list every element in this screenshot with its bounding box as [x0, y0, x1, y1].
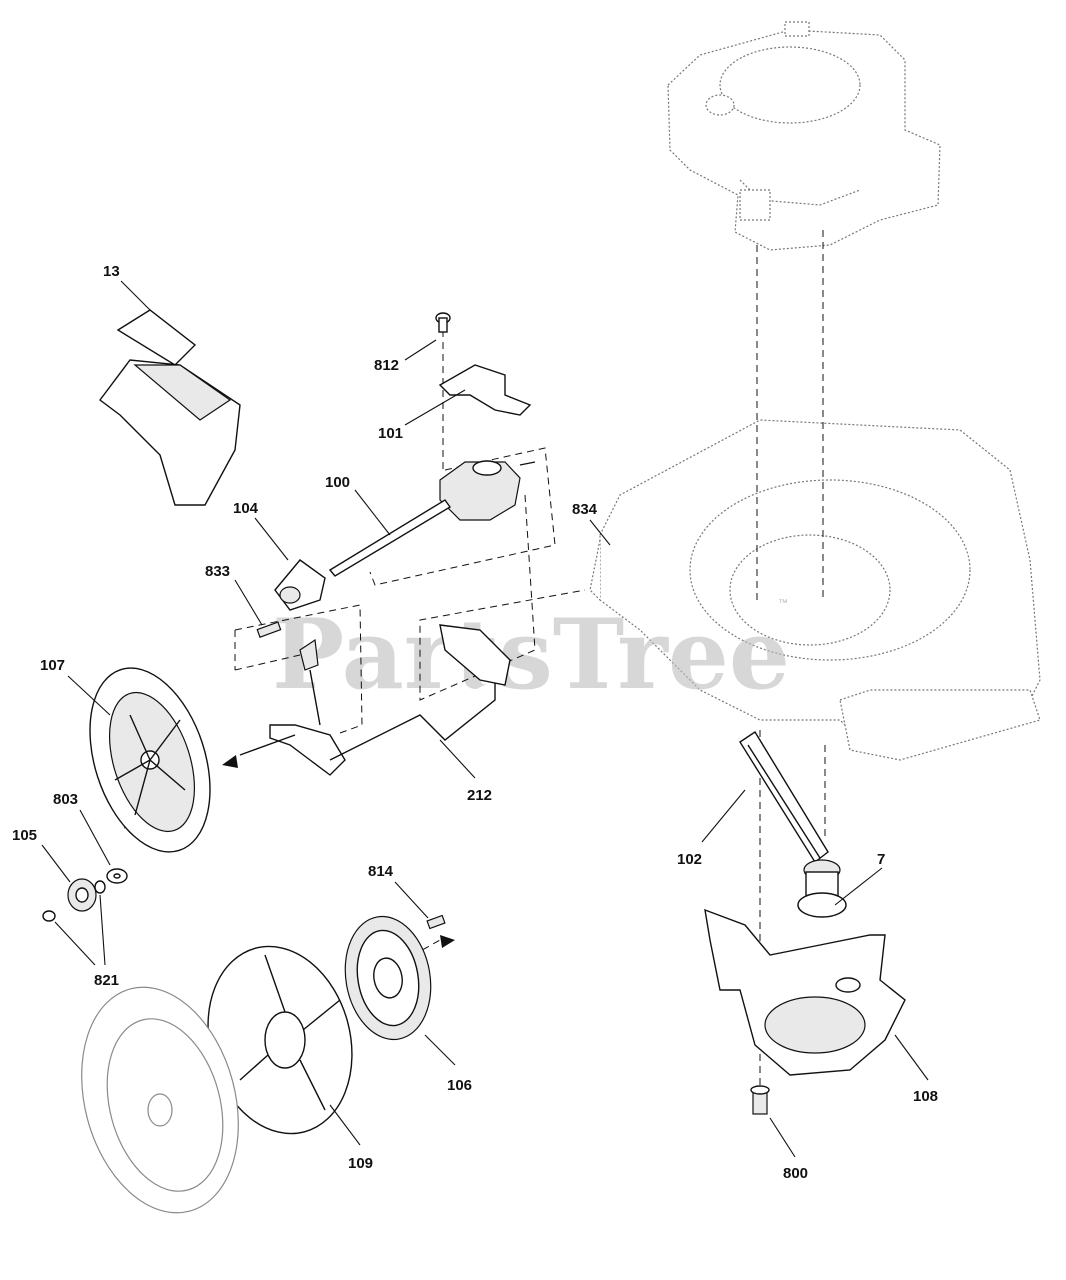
- callout-101: 101: [378, 425, 403, 442]
- part-13-chute: [99, 309, 241, 506]
- part-833-bolt: [256, 621, 282, 638]
- part-814-screw: [426, 914, 446, 930]
- part-109-hubcap: [207, 945, 353, 1135]
- part-102-belt: [739, 731, 829, 864]
- part-7-pulley: [797, 859, 847, 918]
- part-803-washer: [106, 868, 128, 884]
- part-812-screw: [435, 312, 451, 333]
- part-105-pinion-gear: [67, 878, 106, 912]
- watermark: PartsTree: [272, 598, 790, 711]
- callout-833: 833: [205, 563, 230, 580]
- callout-108: 108: [913, 1088, 938, 1105]
- direction-arrows: [222, 755, 455, 948]
- callout-821: 821: [94, 972, 119, 989]
- callout-803: 803: [53, 791, 78, 808]
- part-800-bolt: [750, 1085, 770, 1115]
- callout-800: 800: [783, 1165, 808, 1182]
- part-212-rod: [239, 624, 511, 776]
- callout-100: 100: [325, 474, 350, 491]
- callout-labels: 13 812 101 100 104 833 834 107 212 803 1…: [12, 263, 938, 1182]
- callout-106: 106: [447, 1077, 472, 1094]
- engine-drawing: [667, 21, 941, 251]
- watermark-trademark: ™: [778, 598, 788, 609]
- part-106-drive-gear: [344, 915, 432, 1041]
- callout-834: 834: [572, 501, 598, 518]
- callout-814: 814: [368, 863, 394, 880]
- part-107-wheel-cover: [89, 667, 211, 853]
- part-100-transmission: [328, 460, 536, 577]
- leader-lines: [41, 280, 929, 1158]
- part-101-bracket: [438, 364, 532, 416]
- rear-wheel-drawing: [81, 986, 239, 1214]
- callout-104: 104: [233, 500, 259, 517]
- callout-212: 212: [467, 787, 492, 804]
- part-108-belt-cover: [704, 908, 906, 1076]
- callout-13: 13: [103, 263, 120, 280]
- callout-105: 105: [12, 827, 37, 844]
- part-104-bearing-bracket: [274, 559, 326, 611]
- callout-102: 102: [677, 851, 702, 868]
- callout-7: 7: [877, 851, 885, 868]
- callout-109: 109: [348, 1155, 373, 1172]
- mower-deck-drawing: PartsTree ™: [272, 419, 1041, 761]
- callout-107: 107: [40, 657, 65, 674]
- part-821-retaining-ring: [42, 910, 56, 922]
- callout-812: 812: [374, 357, 399, 374]
